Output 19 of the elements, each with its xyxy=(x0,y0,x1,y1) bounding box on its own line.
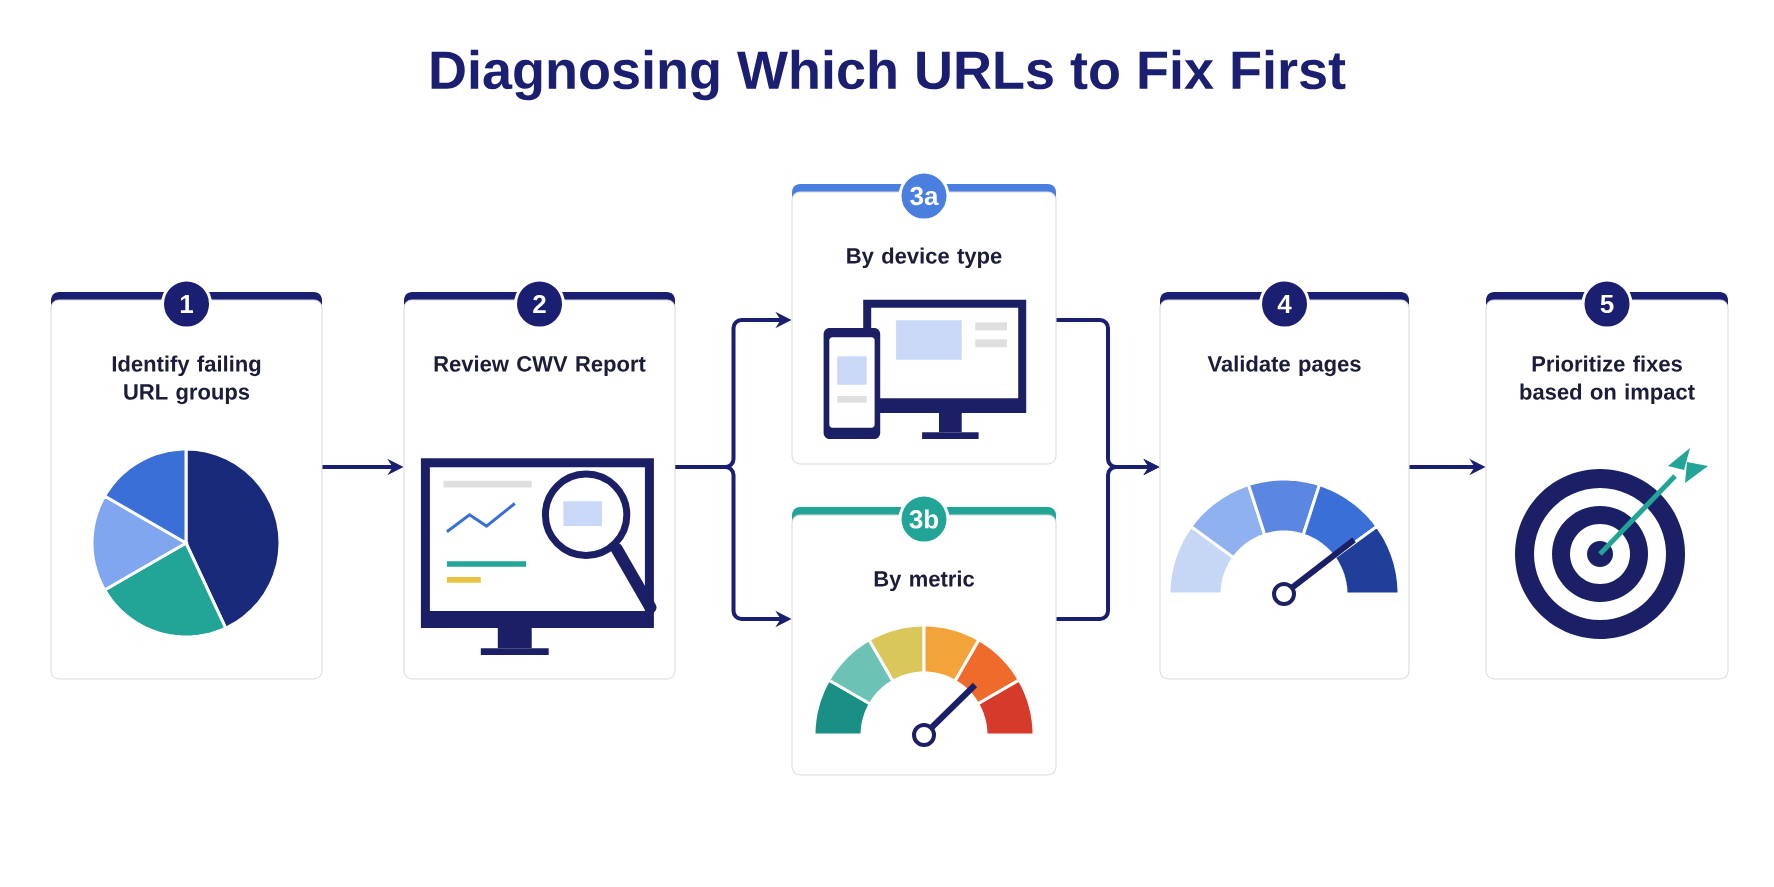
number-badge: 2 xyxy=(514,278,565,330)
number-badge: 3b xyxy=(898,493,950,545)
step-card xyxy=(50,278,323,680)
step-label: By device type xyxy=(847,247,1002,269)
number-badge: 1 xyxy=(161,278,212,330)
title: Diagnosing Which URLs to Fix First xyxy=(431,49,1346,101)
step-label: By metric xyxy=(874,570,975,592)
step-card xyxy=(1159,278,1410,680)
step-card xyxy=(403,278,676,680)
step-label: Prioritize fixes based on impact xyxy=(1520,355,1695,405)
step-label: Review CWV Report xyxy=(434,355,646,377)
number-badge: 3a xyxy=(898,170,950,222)
step-label: Identify failing URL groups xyxy=(112,355,261,405)
step-card xyxy=(1485,278,1729,680)
step-card xyxy=(791,170,1057,465)
step-label: Validate pages xyxy=(1207,355,1361,377)
number-badge: 5 xyxy=(1581,278,1633,330)
number-badge: 4 xyxy=(1259,278,1310,330)
step-card xyxy=(791,493,1057,776)
